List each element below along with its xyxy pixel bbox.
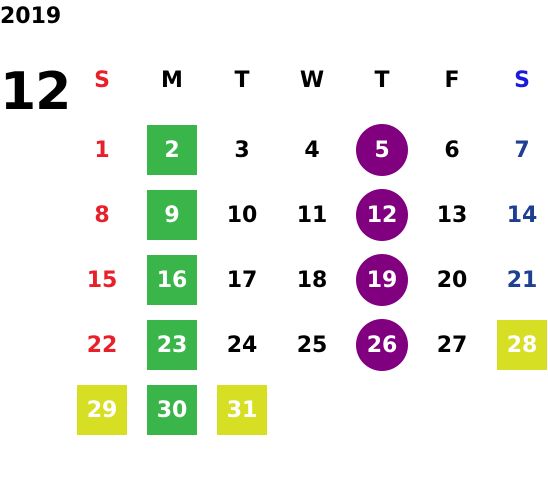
day-cell-highlighted[interactable]: 23 [147, 320, 197, 370]
day-cell[interactable]: 25 [296, 332, 328, 358]
day-cell[interactable]: 1 [94, 137, 110, 163]
day-cell-highlighted[interactable]: 9 [147, 190, 197, 240]
day-cell[interactable]: 21 [506, 267, 538, 293]
day-cell[interactable]: 13 [436, 202, 468, 228]
day-cell[interactable]: 6 [444, 137, 460, 163]
day-cell-circled[interactable]: 12 [356, 189, 408, 241]
day-cell[interactable]: 17 [226, 267, 258, 293]
day-cell[interactable]: 4 [304, 137, 320, 163]
weekday-wednesday: W [299, 67, 325, 93]
weekday-tuesday: T [234, 67, 250, 93]
day-cell-highlighted[interactable]: 31 [217, 385, 267, 435]
year-label: 2019 [0, 4, 62, 29]
day-cell[interactable]: 18 [296, 267, 328, 293]
day-cell[interactable]: 10 [226, 202, 258, 228]
day-cell-highlighted[interactable]: 28 [497, 320, 547, 370]
day-cell[interactable]: 8 [94, 202, 110, 228]
day-cell[interactable]: 14 [506, 202, 538, 228]
day-cell[interactable]: 20 [436, 267, 468, 293]
day-cell-highlighted[interactable]: 30 [147, 385, 197, 435]
day-cell-circled[interactable]: 26 [356, 319, 408, 371]
weekday-saturday: S [514, 67, 530, 93]
day-cell[interactable]: 22 [86, 332, 118, 358]
weekday-sunday: S [94, 67, 110, 93]
day-cell[interactable]: 11 [296, 202, 328, 228]
day-cell-highlighted[interactable]: 2 [147, 125, 197, 175]
day-cell[interactable]: 27 [436, 332, 468, 358]
weekday-friday: F [444, 67, 460, 93]
day-cell-circled[interactable]: 5 [356, 124, 408, 176]
day-cell-highlighted[interactable]: 29 [77, 385, 127, 435]
month-number: 12 [0, 62, 71, 122]
day-cell[interactable]: 7 [514, 137, 530, 163]
day-cell[interactable]: 24 [226, 332, 258, 358]
day-cell[interactable]: 3 [234, 137, 250, 163]
weekday-thursday: T [374, 67, 390, 93]
day-cell[interactable]: 15 [86, 267, 118, 293]
day-cell-circled[interactable]: 19 [356, 254, 408, 306]
day-cell-highlighted[interactable]: 16 [147, 255, 197, 305]
weekday-monday: M [161, 67, 183, 93]
